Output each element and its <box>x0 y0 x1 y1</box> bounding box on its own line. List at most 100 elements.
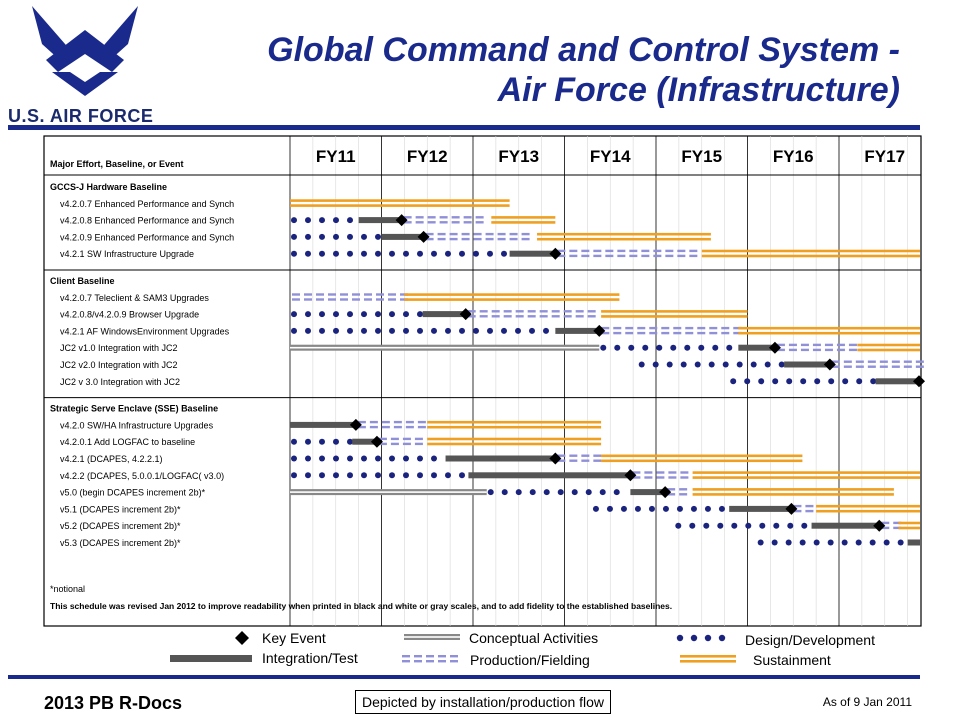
legend-production-icon <box>438 655 446 658</box>
row-label: JC2 v1.0 Integration with JC2 <box>60 343 178 353</box>
production-dash <box>788 348 797 352</box>
design-dot <box>870 378 877 385</box>
legend-production-icon <box>426 660 434 663</box>
fiscal-year-label: FY17 <box>864 147 905 166</box>
production-dash <box>304 298 312 301</box>
production-dash <box>824 348 833 352</box>
production-dash <box>417 420 426 424</box>
sustainment-bar <box>701 254 920 258</box>
fiscal-year-label: FY13 <box>498 147 539 166</box>
production-dash <box>352 298 360 301</box>
row-label: v5.2 (DCAPES increment 2b)* <box>60 521 181 531</box>
design-dot <box>670 344 677 351</box>
row-label: v4.2.0 SW/HA Infrastructure Upgrades <box>60 420 214 430</box>
production-dash <box>709 326 718 330</box>
production-dash <box>831 360 840 363</box>
design-dot <box>841 539 848 546</box>
design-dot <box>613 489 620 496</box>
production-dash <box>893 521 902 525</box>
design-dot <box>403 472 409 479</box>
production-dash <box>776 343 785 347</box>
revision-note: This schedule was revised Jan 2012 to im… <box>50 601 672 611</box>
production-dash <box>485 232 494 236</box>
row-label: v5.3 (DCAPES increment 2b)* <box>60 538 181 548</box>
design-dot <box>375 311 381 318</box>
production-dash <box>390 437 399 441</box>
design-dot <box>333 438 339 445</box>
sustainment-bar <box>290 204 510 207</box>
sustainment-bar <box>491 221 556 224</box>
legend-conceptual-icon-core <box>404 636 460 638</box>
key-event-marker <box>417 230 430 243</box>
design-dot <box>634 505 641 512</box>
design-dot <box>291 217 297 224</box>
design-dot <box>417 250 423 257</box>
design-dot <box>726 344 733 351</box>
design-dot <box>614 344 621 351</box>
production-dash <box>479 315 488 318</box>
design-dot <box>592 505 599 512</box>
design-dot <box>712 344 719 351</box>
production-dash <box>427 221 436 224</box>
production-dash <box>793 509 802 513</box>
key-event-marker <box>395 214 408 227</box>
production-dash <box>891 360 900 363</box>
design-dot <box>361 233 367 240</box>
design-dot <box>319 438 325 445</box>
production-dash <box>388 298 396 301</box>
production-dash <box>629 249 638 253</box>
production-dash <box>867 365 876 368</box>
design-dot <box>855 539 862 546</box>
design-dot <box>764 361 771 368</box>
production-dash <box>617 249 626 253</box>
production-dash <box>632 471 641 474</box>
design-dot <box>333 217 339 224</box>
sustainment-bar <box>601 310 748 313</box>
production-dash <box>667 488 676 491</box>
design-dot <box>801 522 808 529</box>
design-dot <box>347 472 353 479</box>
design-dot <box>730 378 737 385</box>
design-dot <box>347 438 353 445</box>
production-dash <box>563 315 572 318</box>
design-dot <box>417 455 423 462</box>
design-dot <box>347 455 353 462</box>
design-dot <box>347 250 353 257</box>
integration-bar <box>784 361 830 368</box>
row-label: v4.2.0.9 Enhanced Performance and Synch <box>60 232 234 242</box>
legend-integration-label: Integration/Test <box>262 650 358 666</box>
sustainment-bar <box>692 488 894 491</box>
production-dash <box>393 425 402 429</box>
production-dash <box>661 326 670 330</box>
design-dot <box>787 522 794 529</box>
design-dot <box>389 250 395 257</box>
production-dash <box>479 310 488 313</box>
key-event-marker <box>913 375 925 388</box>
production-dash <box>848 343 857 347</box>
design-dot <box>445 250 451 257</box>
production-dash <box>521 237 530 241</box>
design-dot <box>431 455 437 462</box>
sustainment-bar <box>701 249 920 253</box>
production-dash <box>601 331 610 335</box>
design-dot <box>897 539 904 546</box>
legend-conceptual-label: Conceptual Activities <box>469 630 598 646</box>
design-dot <box>333 233 339 240</box>
production-dash <box>800 348 809 352</box>
production-dash <box>357 425 366 429</box>
design-dot <box>869 539 876 546</box>
key-event-marker <box>785 502 798 515</box>
sustainment-bar <box>816 504 920 508</box>
production-dash <box>881 521 890 525</box>
design-dot <box>291 327 297 334</box>
production-dash <box>364 293 372 296</box>
production-dash <box>414 442 423 446</box>
production-dash <box>575 315 584 318</box>
production-dash <box>427 216 436 219</box>
design-dot <box>744 378 751 385</box>
production-dash <box>824 343 833 347</box>
production-dash <box>393 420 402 424</box>
fiscal-year-label: FY14 <box>590 147 631 166</box>
design-dot <box>799 539 806 546</box>
